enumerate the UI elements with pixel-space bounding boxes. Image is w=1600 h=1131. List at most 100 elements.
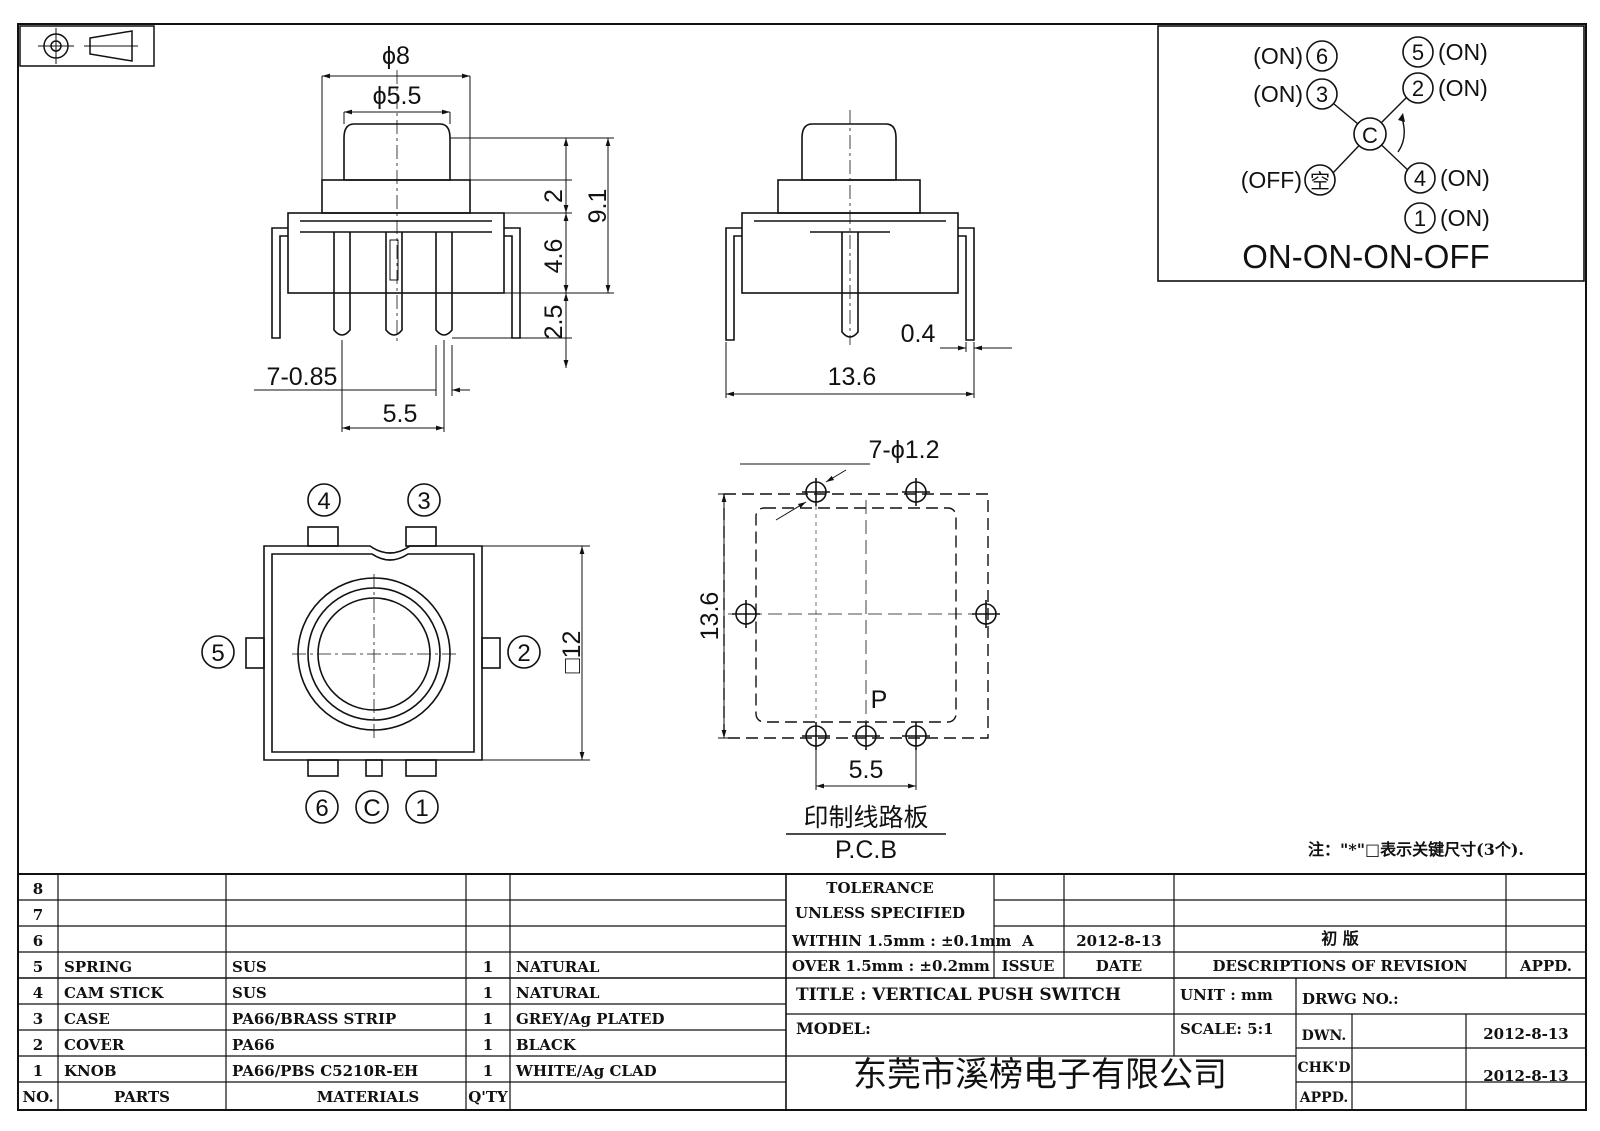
dim-2-5: 2.5: [540, 305, 568, 340]
parts-row-material: PA66/PBS C5210R-EH: [232, 1062, 418, 1080]
parts-header-materials: MATERIALS: [317, 1088, 420, 1106]
dim-5-5-pcb: 5.5: [849, 756, 884, 784]
parts-row-no: 5: [33, 958, 43, 976]
pin-labels: 4 3 5 2 6 C 1: [201, 483, 541, 824]
parts-row-no: 2: [33, 1036, 43, 1054]
pcb-p-label: P: [871, 686, 888, 714]
parts-row-no: 7: [33, 906, 43, 924]
dim-square-12: □12: [558, 631, 586, 674]
sch-label-on-5: (ON): [1438, 39, 1488, 65]
parts-row-finish: NATURAL: [516, 958, 600, 976]
top-view-dimension: [482, 545, 590, 761]
sch-node-2: 2: [1412, 76, 1424, 101]
sch-node-c: C: [1362, 123, 1378, 148]
parts-row-finish: GREY/Ag PLATED: [516, 1010, 665, 1028]
revision-date: 2012-8-13: [1076, 932, 1162, 950]
parts-table-row: 1 KNOB PA66/PBS C5210R-EH 1 WHITE/Ag CLA…: [33, 1062, 657, 1080]
parts-row-qty: 1: [483, 1062, 493, 1080]
parts-header-qty: Q'TY: [468, 1088, 508, 1106]
dim-phi5-5: ϕ5.5: [373, 82, 422, 110]
pcb-hole: [972, 600, 1000, 628]
dim-2: 2: [540, 189, 568, 203]
side-view: [725, 110, 975, 345]
parts-row-material: PA66/BRASS STRIP: [232, 1010, 396, 1028]
parts-row-part: COVER: [64, 1036, 125, 1054]
parts-row-qty: 1: [483, 1036, 493, 1054]
pcb-hole: [902, 722, 930, 750]
checked-label: CHK'D: [1298, 1060, 1351, 1076]
pcb-hole: [802, 722, 830, 750]
parts-row-qty: 1: [483, 984, 493, 1002]
revision-description: 初 版: [1321, 929, 1359, 948]
parts-row-finish: WHITE/Ag CLAD: [515, 1062, 657, 1080]
sch-label-on-4: (ON): [1440, 165, 1490, 191]
switch-mode-caption: ON-ON-ON-OFF: [1242, 238, 1489, 275]
parts-row-part: CAM STICK: [64, 984, 164, 1002]
tolerance-over: OVER 1.5mm : ±0.2mm: [792, 957, 990, 975]
drawing-number-label: DRWG NO.:: [1302, 990, 1399, 1008]
side-dimensions: [725, 342, 1012, 398]
sch-label-on-6: (ON): [1253, 43, 1303, 69]
pin-c-label: C: [363, 795, 380, 822]
sheet-border: [17, 23, 1587, 1111]
pcb-hole: [852, 722, 880, 750]
parts-table-row: 5 SPRING SUS 1 NATURAL: [33, 958, 600, 976]
parts-row-finish: BLACK: [516, 1036, 577, 1054]
parts-row-part: KNOB: [64, 1062, 117, 1080]
parts-table-grid: [18, 873, 1586, 1110]
parts-table-row: 3 CASE PA66/BRASS STRIP 1 GREY/Ag PLATED: [33, 1010, 665, 1028]
dim-0-4: 0.4: [901, 320, 936, 348]
dim-7-0-85: 7-0.85: [267, 363, 338, 391]
parts-row-material: PA66: [232, 1036, 275, 1054]
dim-13-6-side: 13.6: [828, 363, 877, 391]
tolerance-within: WITHIN 1.5mm : ±0.1mm: [791, 932, 1012, 950]
parts-header-no: NO.: [22, 1088, 53, 1106]
drawn-label: DWN.: [1302, 1028, 1347, 1044]
projection-symbol-icon: [19, 25, 155, 67]
title-block-grid: [786, 874, 1586, 1110]
appd-header: APPD.: [1519, 957, 1572, 975]
company-name: 东莞市溪榜电子有限公司: [853, 1056, 1227, 1094]
sch-label-on-1: (ON): [1440, 205, 1490, 231]
unit-label: UNIT : mm: [1180, 986, 1273, 1004]
parts-row-part: CASE: [64, 1010, 110, 1028]
sch-label-on-2: (ON): [1438, 75, 1488, 101]
pcb-dimensions: [718, 463, 917, 790]
sch-node-6: 6: [1316, 44, 1328, 69]
front-dimensions: [254, 73, 614, 432]
dim-9-1: 9.1: [584, 189, 612, 224]
pin-1-label: 1: [415, 795, 428, 822]
unless-specified-label: UNLESS SPECIFIED: [795, 904, 965, 922]
parts-row-no: 8: [33, 880, 43, 898]
pin-3-label: 3: [417, 488, 430, 515]
pcb-hole: [802, 478, 830, 506]
parts-row-part: SPRING: [64, 958, 132, 976]
parts-row-qty: 1: [483, 958, 493, 976]
dim-7-phi1-2: 7-ϕ1.2: [869, 436, 940, 464]
date-header: DATE: [1096, 957, 1142, 975]
scale-label: SCALE: 5:1: [1180, 1020, 1274, 1038]
parts-row-material: SUS: [232, 984, 267, 1002]
parts-header-parts: PARTS: [114, 1088, 170, 1106]
dim-13-6-pcb: 13.6: [696, 592, 724, 641]
sch-node-3: 3: [1316, 82, 1328, 107]
pin-6-label: 6: [315, 795, 328, 822]
pin-5-label: 5: [211, 640, 224, 667]
drawing-title: TITLE : VERTICAL PUSH SWITCH: [796, 985, 1121, 1005]
key-dimension-note: 注："*"□表示关键尺寸(3个).: [1308, 840, 1524, 859]
pcb-hole: [902, 478, 930, 506]
dim-4-6: 4.6: [540, 239, 568, 274]
issue-value: A: [1021, 932, 1034, 950]
sch-node-5: 5: [1412, 40, 1424, 65]
description-header: DESCRIPTIONS OF REVISION: [1212, 957, 1467, 975]
model-label: MODEL:: [796, 1019, 871, 1038]
drawn-date: 2012-8-13: [1483, 1025, 1569, 1043]
parts-row-no: 1: [33, 1062, 43, 1080]
sch-node-4: 4: [1414, 166, 1426, 191]
tolerance-label: TOLERANCE: [826, 879, 933, 897]
parts-table-row: 2 COVER PA66 1 BLACK: [33, 1036, 577, 1054]
dim-5-5-front: 5.5: [383, 400, 418, 428]
front-view: [271, 70, 521, 345]
sch-label-on-3: (ON): [1253, 81, 1303, 107]
